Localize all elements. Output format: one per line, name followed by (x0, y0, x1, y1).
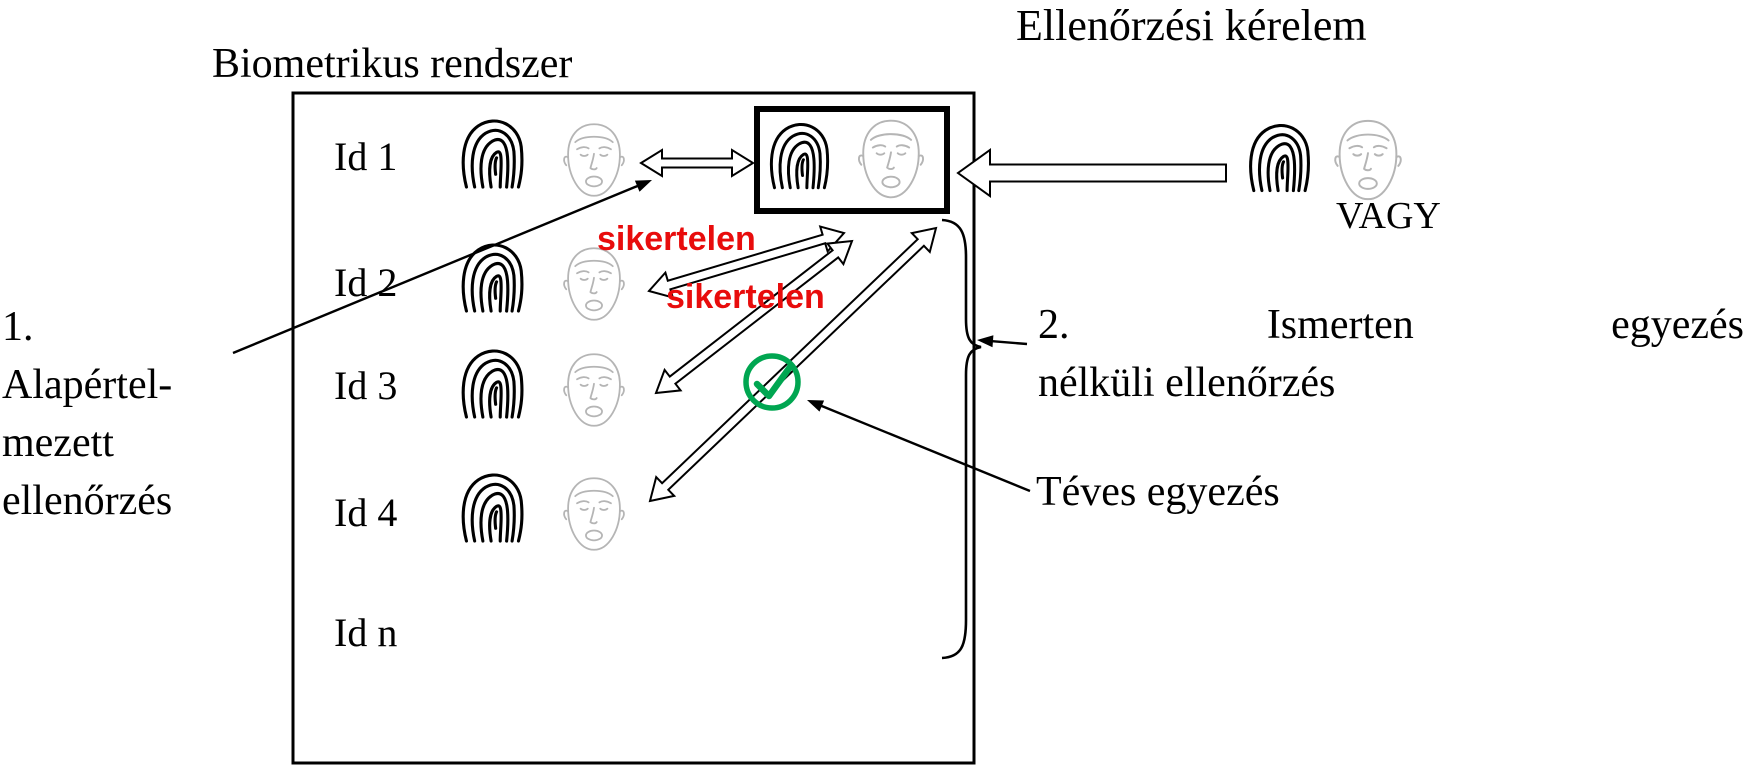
face-icon (563, 123, 625, 197)
row-label-id4: Id 4 (334, 490, 398, 535)
query-input-arrow (956, 148, 1227, 198)
note-default-line3: mezett (2, 420, 114, 466)
face-icon (857, 119, 925, 199)
note2-pointer-arrow-head (977, 335, 994, 348)
face-icon (1334, 119, 1402, 201)
note-known-no-match-line2: nélküli ellenőrzés (1038, 360, 1336, 406)
false-match-label: Téves egyezés (1036, 469, 1280, 515)
fingerprint-icon (461, 349, 524, 419)
fingerprint-icon (461, 119, 524, 189)
note-default-line1: 1. (2, 304, 34, 350)
row-label-id1: Id 1 (334, 134, 398, 179)
face-icon (563, 353, 625, 427)
system-title: Biometrikus rendszer (212, 41, 573, 87)
fingerprint-icon (1249, 123, 1311, 193)
group-brace (941, 218, 982, 660)
note-default-verification: 1. Alapértel- mezett ellenőrzés (2, 298, 172, 530)
biometric-system-box (291, 91, 976, 765)
row-label-id3: Id 3 (334, 363, 398, 408)
fingerprint-icon (461, 473, 524, 543)
fail-label-1: sikertelen (597, 220, 756, 258)
fingerprint-icon (769, 122, 830, 190)
query-template-box (754, 106, 950, 214)
note-known-no-match-line1: 2. Ismerten egyezés (1038, 302, 1744, 348)
false-match-check-icon (743, 353, 801, 411)
fail-label-2: sikertelen (666, 278, 825, 316)
face-icon (563, 477, 625, 551)
request-title: Ellenőrzési kérelem (1016, 1, 1367, 50)
note-known-no-match: 2. Ismerten egyezés nélküli ellenőrzés (1038, 296, 1744, 412)
id1-query-double-arrow (639, 148, 755, 178)
fail-arrow-id2 (647, 225, 846, 299)
false-match-pointer-arrow-head (807, 400, 825, 412)
default-pointer-arrow (232, 181, 647, 355)
note-default-line2: Alapértel- (2, 362, 173, 408)
or-label: VAGY (1336, 195, 1441, 237)
default-pointer-arrow-head (634, 180, 652, 192)
row-label-id2: Id 2 (334, 260, 398, 305)
false-match-pointer-arrow (812, 401, 1031, 493)
note-default-line4: ellenőrzés (2, 478, 173, 524)
row-label-idn: Id n (334, 610, 398, 655)
fail-arrow-id3 (654, 239, 854, 395)
